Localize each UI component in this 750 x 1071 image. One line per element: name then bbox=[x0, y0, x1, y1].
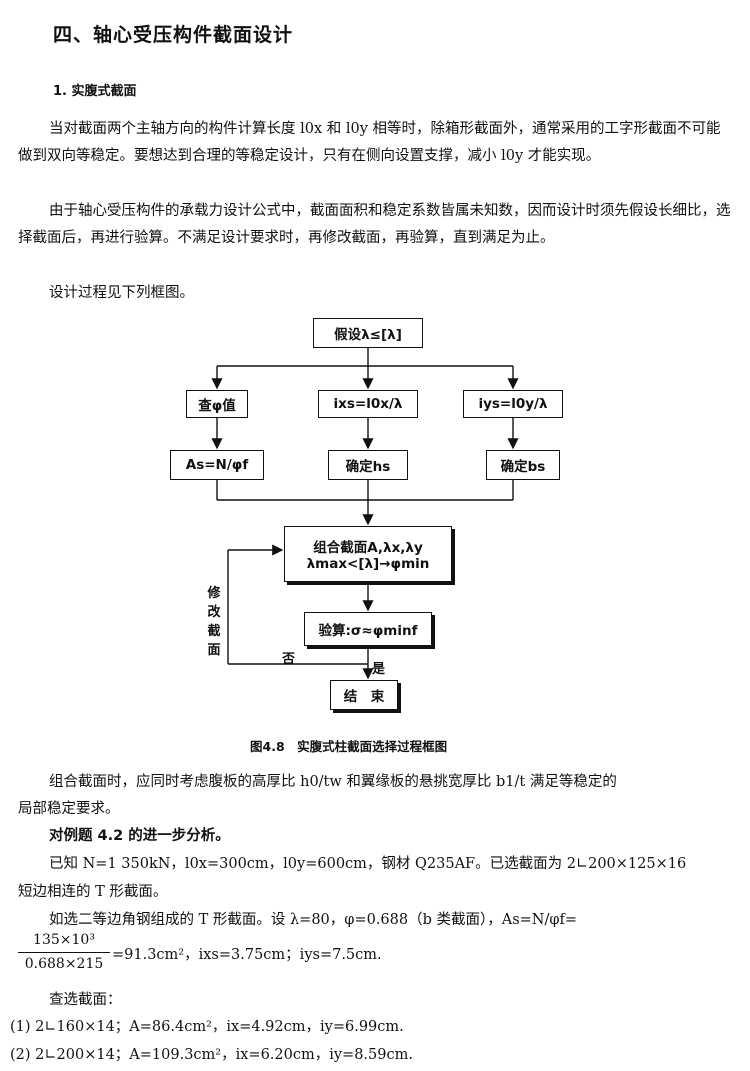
node-end: 结 束 bbox=[330, 680, 398, 710]
node-phi: 查φ值 bbox=[186, 390, 248, 418]
option-2: (2) 2∟200×14；A=109.3cm²，ix=6.20cm，iy=8.5… bbox=[10, 1047, 413, 1063]
modify-char: 修 bbox=[207, 586, 221, 601]
paragraph-2: 由于轴心受压构件的承载力设计公式中，截面面积和稳定系数皆属未知数，因而设计时须先… bbox=[18, 203, 731, 246]
section-title: 四、轴心受压构件截面设计 bbox=[53, 24, 294, 46]
modify-char: 截 bbox=[207, 624, 221, 639]
node-combine: 组合截面A,λx,λy λmax<[λ]→φmin bbox=[284, 526, 452, 582]
node-as: As=N/φf bbox=[170, 450, 264, 480]
node-ixs: ixs=l0x/λ bbox=[318, 390, 418, 418]
result-line: =91.3cm²，ixs=3.75cm；iys=7.5cm. bbox=[112, 947, 382, 963]
node-assume: 假设λ≤[λ] bbox=[313, 318, 423, 348]
lookup-title: 查选截面： bbox=[49, 992, 122, 1008]
paragraph-1: 当对截面两个主轴方向的构件计算长度 l0x 和 l0y 相等时，除箱形截面外，通… bbox=[18, 121, 721, 164]
node-bs: 确定bs bbox=[486, 450, 560, 480]
choose-line: 如选二等边角钢组成的 T 形截面。设 λ=80，φ=0.688（b 类截面），A… bbox=[49, 912, 578, 928]
given-line2: 短边相连的 T 形截面。 bbox=[18, 884, 168, 900]
node-check: 验算:σ≈φminf bbox=[304, 612, 432, 646]
fraction-bar bbox=[18, 952, 110, 953]
node-iys: iys=l0y/λ bbox=[463, 390, 563, 418]
flowchart-connectors bbox=[211, 348, 519, 680]
node-hs: 确定hs bbox=[328, 450, 408, 480]
subsection-title: 1. 实腹式截面 bbox=[53, 84, 137, 99]
modify-char: 改 bbox=[207, 605, 221, 620]
paragraph-3: 设计过程见下列框图。 bbox=[49, 285, 194, 301]
p4-line1: 组合截面时，应同时考虑腹板的高厚比 h0/tw 和翼缘板的悬挑宽厚比 b1/t … bbox=[49, 774, 617, 790]
given-line1: 已知 N=1 350kN，l0x=300cm，l0y=600cm，钢材 Q235… bbox=[49, 856, 687, 872]
label-no: 否 bbox=[282, 652, 296, 667]
label-yes: 是 bbox=[372, 662, 386, 677]
combine-line2: λmax<[λ]→φmin bbox=[306, 556, 430, 572]
option-1: (1) 2∟160×14；A=86.4cm²，ix=4.92cm，iy=6.99… bbox=[10, 1019, 404, 1035]
p4-line2: 局部稳定要求。 bbox=[18, 801, 120, 817]
fraction-numerator: 135×10³ bbox=[33, 932, 95, 948]
label-modify: 修 改 截 面 bbox=[204, 582, 224, 658]
combine-line1: 组合截面A,λx,λy bbox=[313, 540, 423, 556]
figure-caption: 图4.8 实腹式柱截面选择过程框图 bbox=[250, 739, 448, 754]
fraction: 135×10³ 0.688×215 bbox=[18, 932, 110, 978]
fraction-denominator: 0.688×215 bbox=[24, 956, 104, 972]
modify-char: 面 bbox=[207, 643, 221, 658]
example-title: 对例题 4.2 的进一步分析。 bbox=[49, 828, 230, 844]
flowchart: 假设λ≤[λ] 查φ值 ixs=l0x/λ iys=l0y/λ As=N/φf … bbox=[0, 300, 750, 720]
